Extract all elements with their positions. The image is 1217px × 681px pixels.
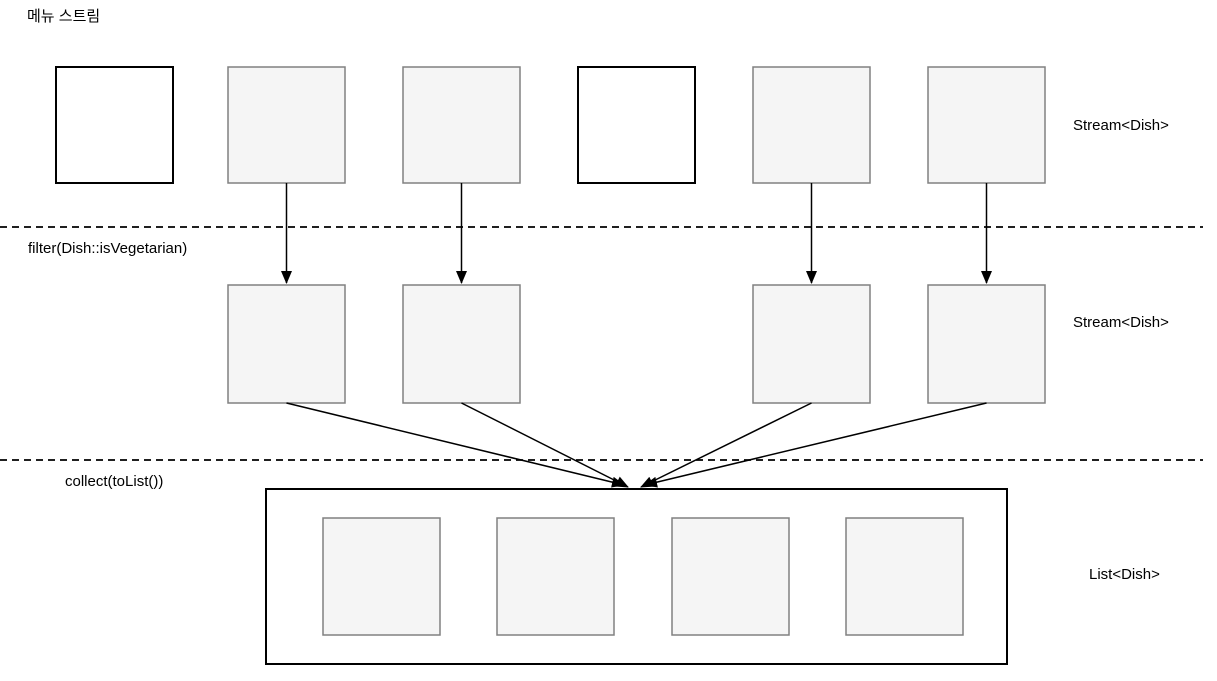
collect-arrow-3 <box>640 402 812 488</box>
stage1-square-4 <box>577 66 696 184</box>
stage3-square-2 <box>496 517 615 636</box>
collect-operation-label: collect(toList()) <box>65 473 164 490</box>
stage2-square-4 <box>927 284 1046 404</box>
collect-arrow-4 <box>644 402 987 488</box>
stage3-square-3 <box>671 517 790 636</box>
diagram-title: 메뉴 스트림 <box>27 8 101 25</box>
collect-arrow-2 <box>461 402 629 488</box>
stage1-type-label: Stream<Dish> <box>1073 117 1169 134</box>
stage1-square-6 <box>927 66 1046 184</box>
stage1-square-1 <box>55 66 174 184</box>
filter-operation-label: filter(Dish::isVegetarian) <box>28 240 188 257</box>
stage1-square-3 <box>402 66 521 184</box>
collect-arrow-1 <box>286 402 625 488</box>
stage3-type-label: List<Dish> <box>1089 566 1160 583</box>
stage2-square-1 <box>227 284 346 404</box>
stage1-square-5 <box>752 66 871 184</box>
stage3-square-1 <box>322 517 441 636</box>
stage2-type-label: Stream<Dish> <box>1073 314 1169 331</box>
stage1-square-2 <box>227 66 346 184</box>
stage3-square-4 <box>845 517 964 636</box>
stage2-square-2 <box>402 284 521 404</box>
stage2-square-3 <box>752 284 871 404</box>
